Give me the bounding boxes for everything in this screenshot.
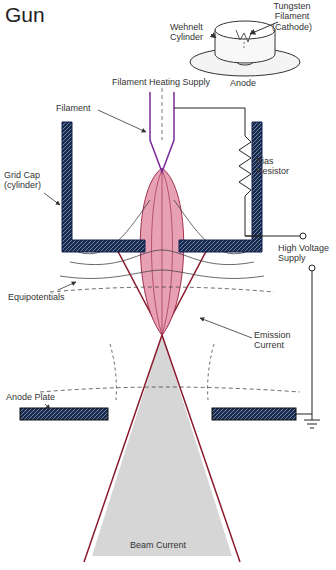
part-label: Grid Cap (cylinder) [4, 170, 58, 191]
part-label: Wehnelt Cylinder [170, 22, 212, 43]
title: Gun [5, 3, 45, 27]
filament [150, 88, 174, 172]
part-label: High Voltage Supply [278, 243, 332, 264]
grid-cap [62, 122, 262, 252]
anode-plate [20, 408, 296, 420]
beam-lines [152, 170, 173, 335]
beam-envelope [140, 168, 184, 335]
leader-arrows [44, 110, 252, 409]
part-label: Beam Current [130, 540, 200, 550]
part-label: Equipotentials [8, 292, 78, 302]
part-label: Filament Heating Supply [112, 77, 232, 87]
wiring [174, 108, 320, 428]
part-label: Emission Current [254, 330, 306, 351]
part-label: Filament [56, 103, 100, 113]
part-label: Tungsten Filament (Cathode) [262, 1, 322, 32]
part-label: Anode [230, 78, 270, 88]
beam-cone [92, 335, 232, 556]
part-label: Bias Resistor [256, 156, 298, 177]
part-label: Anode Plate [6, 392, 76, 402]
